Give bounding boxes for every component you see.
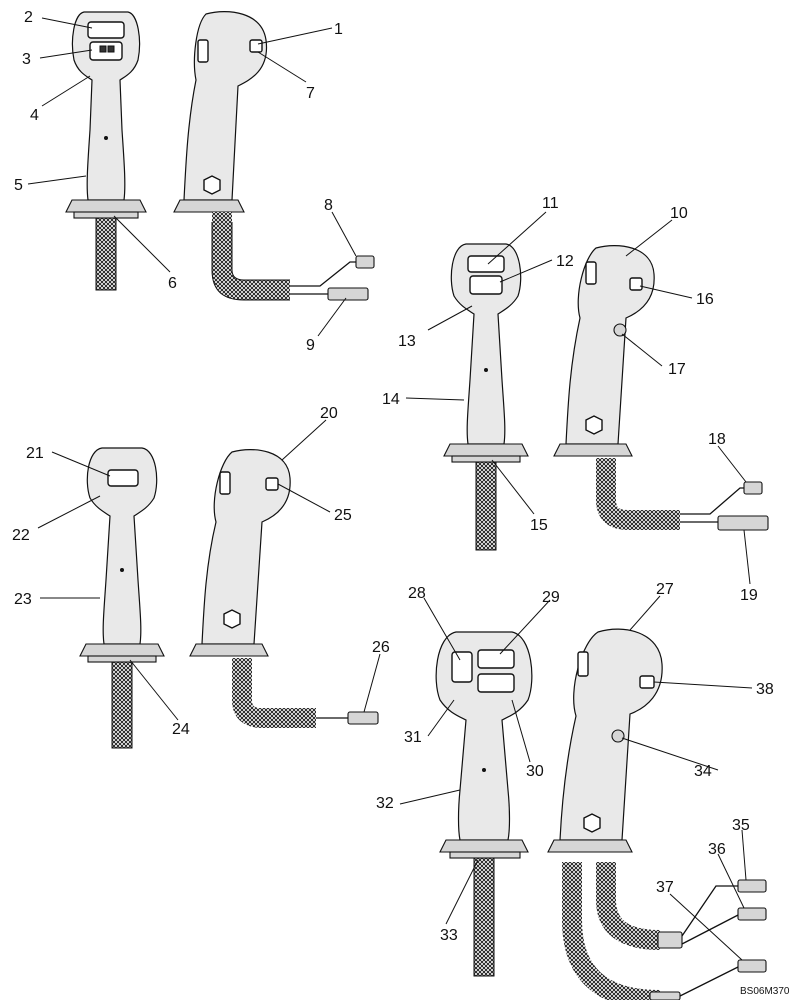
joystick-assembly-4 bbox=[435, 628, 767, 1000]
callout-38: 38 bbox=[756, 681, 774, 698]
callout-28: 28 bbox=[408, 585, 426, 602]
callout-9: 9 bbox=[306, 337, 315, 354]
grip-front-4 bbox=[435, 631, 533, 977]
callout-25: 25 bbox=[334, 507, 352, 524]
callout-10: 10 bbox=[670, 205, 688, 222]
grip-front-2 bbox=[443, 243, 529, 551]
joystick-assembly-3 bbox=[79, 447, 379, 749]
callout-4: 4 bbox=[30, 107, 39, 124]
callout-14: 14 bbox=[382, 391, 400, 408]
callout-21: 21 bbox=[26, 445, 44, 462]
callout-35: 35 bbox=[732, 817, 750, 834]
callout-2: 2 bbox=[24, 9, 33, 26]
callout-16: 16 bbox=[696, 291, 714, 308]
callout-20: 20 bbox=[320, 405, 338, 422]
callout-37: 37 bbox=[656, 879, 674, 896]
grip-front-1 bbox=[65, 11, 147, 291]
callout-17: 17 bbox=[668, 361, 686, 378]
callout-labels: 1 2 3 4 5 6 7 8 9 10 11 12 13 14 15 16 1… bbox=[12, 9, 790, 997]
callout-15: 15 bbox=[530, 517, 548, 534]
grip-front-3 bbox=[79, 447, 165, 749]
grip-side-4 bbox=[547, 628, 767, 1000]
grip-side-3 bbox=[189, 449, 379, 728]
callout-13: 13 bbox=[398, 333, 416, 350]
callout-31: 31 bbox=[404, 729, 422, 746]
callout-19: 19 bbox=[740, 587, 758, 604]
callout-6: 6 bbox=[168, 275, 177, 292]
figure-code: BS06M370 bbox=[740, 986, 790, 997]
callout-26: 26 bbox=[372, 639, 390, 656]
callout-32: 32 bbox=[376, 795, 394, 812]
callout-24: 24 bbox=[172, 721, 190, 738]
callout-23: 23 bbox=[14, 591, 32, 608]
callout-29: 29 bbox=[542, 589, 560, 606]
callout-36: 36 bbox=[708, 841, 726, 858]
joystick-assembly-1 bbox=[65, 11, 375, 301]
callout-18: 18 bbox=[708, 431, 726, 448]
joystick-assembly-2 bbox=[443, 243, 769, 551]
callout-34: 34 bbox=[694, 763, 712, 780]
callout-27: 27 bbox=[656, 581, 674, 598]
leader-lines bbox=[27, 17, 753, 961]
callout-3: 3 bbox=[22, 51, 31, 68]
callout-8: 8 bbox=[324, 197, 333, 214]
grip-side-1 bbox=[173, 11, 375, 301]
callout-30: 30 bbox=[526, 763, 544, 780]
callout-7: 7 bbox=[306, 85, 315, 102]
callout-33: 33 bbox=[440, 927, 458, 944]
callout-11: 11 bbox=[542, 195, 559, 212]
callout-22: 22 bbox=[12, 527, 30, 544]
callout-1: 1 bbox=[334, 21, 343, 38]
callout-12: 12 bbox=[556, 253, 574, 270]
grip-side-2 bbox=[553, 245, 769, 531]
callout-5: 5 bbox=[14, 177, 23, 194]
